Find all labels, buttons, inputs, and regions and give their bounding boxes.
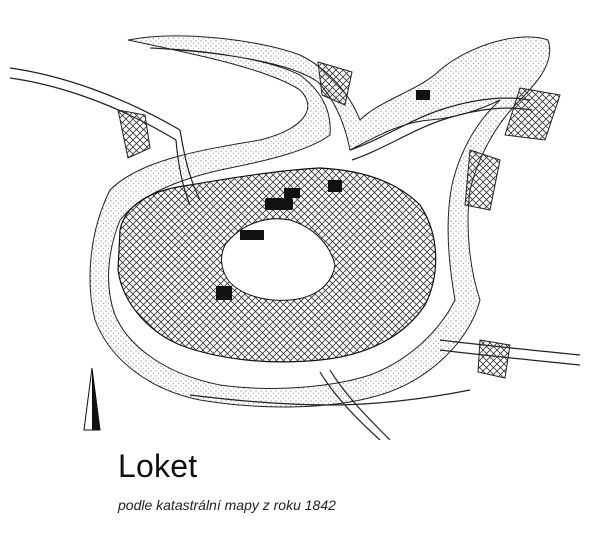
map-subtitle: podle katastrální mapy z roku 1842 <box>118 497 336 513</box>
suburb-patches <box>117 61 561 379</box>
historical-map <box>9 35 581 440</box>
map-title: Loket <box>118 448 198 484</box>
north-arrow-icon <box>83 367 101 431</box>
castle-buildings <box>216 90 430 300</box>
roads <box>9 67 581 440</box>
